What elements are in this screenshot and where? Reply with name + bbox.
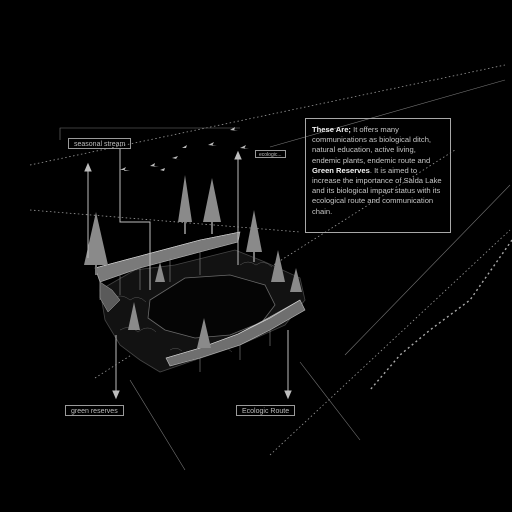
trees (84, 175, 302, 348)
info-part1: It offers many communications as biologi… (312, 125, 432, 165)
seasonal-stream-label: seasonal stream (68, 138, 132, 149)
dotted-chain-line (369, 239, 512, 391)
info-emphasis: Green Reserves (312, 165, 370, 175)
green-reserves-label: green reserves (65, 405, 124, 416)
solid-guide-lines (59, 79, 511, 471)
ecologic-top-label: ecologic... (255, 150, 286, 158)
upper-walkway (94, 231, 241, 313)
ecologic-route-label: Ecologic Route (236, 405, 296, 416)
info-part2: . It is aimed to increase the importance… (312, 165, 442, 216)
birds (120, 127, 249, 172)
info-text-box: These Are; It offers many communications… (305, 118, 451, 233)
connector-arrows (84, 148, 292, 400)
info-lead: These Are; (312, 125, 351, 134)
right-walkway (165, 299, 306, 372)
